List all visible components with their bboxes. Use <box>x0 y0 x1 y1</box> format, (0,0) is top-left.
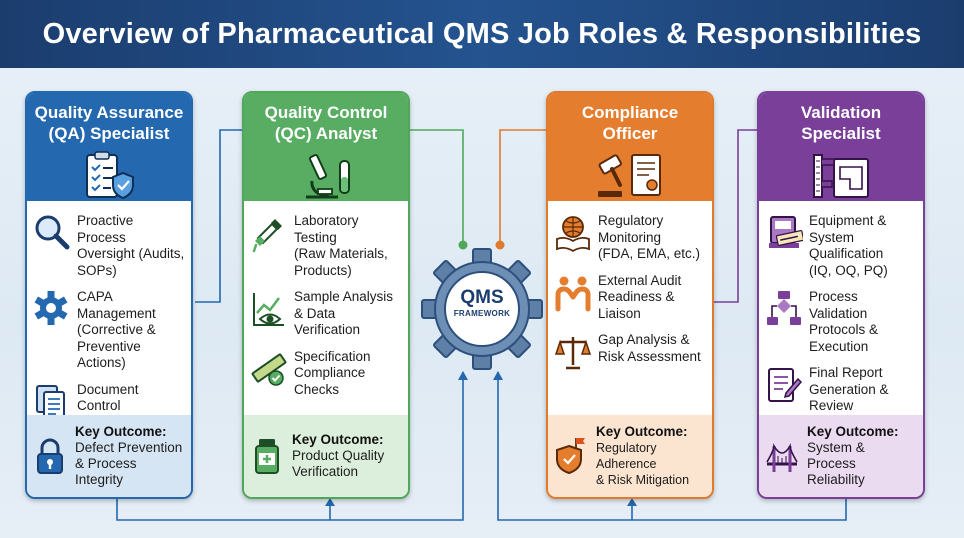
gear-title: QMS <box>460 287 504 308</box>
role-items: Equipment & System Qualification (IQ, OQ… <box>759 201 923 419</box>
scales-icon <box>554 337 592 370</box>
connector-co-gear <box>499 129 547 245</box>
outcome-label: Key Outcome: <box>75 424 167 439</box>
handshake-icon <box>555 276 591 311</box>
role-items: Proactive Process Oversight (Audits, SOP… <box>27 201 191 430</box>
item-text: Proactive Process Oversight (Audits, SOP… <box>77 213 185 278</box>
globe-book-icon <box>556 216 590 253</box>
role-card-compliance: Compliance Officer Regulatory Monitoring… <box>546 91 714 499</box>
item-text: External Audit Readiness & Liaison <box>598 272 682 321</box>
arrow-gear-left <box>458 371 468 380</box>
item-text: Process Validation Protocols & Execution <box>809 289 879 354</box>
list-item: Gap Analysis & Risk Assessment <box>554 332 706 372</box>
outcome-label: Key Outcome: <box>292 432 384 447</box>
ruler-check-icon <box>251 353 287 386</box>
item-text: Sample Analysis & Data Verification <box>294 289 394 337</box>
flowchart-icon <box>767 291 801 325</box>
list-item: Laboratory Testing (Raw Materials, Produ… <box>250 213 402 279</box>
item-text: Gap Analysis & Risk Assessment <box>598 332 701 364</box>
shield-flag-icon <box>556 438 585 475</box>
clipboard-shield-icon <box>86 151 134 200</box>
item-text: Final Report Generation & Review <box>809 365 889 413</box>
outcome-label: Key Outcome: <box>807 424 899 439</box>
key-outcome: Key Outcome: Product Quality Verificatio… <box>244 415 408 497</box>
outcome-label: Key Outcome: <box>596 424 688 439</box>
page-title: Overview of Pharmaceutical QMS Job Roles… <box>42 17 922 50</box>
outcome-text: Product Quality Verification <box>292 448 385 479</box>
pipette-icon <box>252 219 282 253</box>
qms-gear-icon <box>421 248 543 370</box>
key-outcome: Key Outcome: Defect Prevention & Process… <box>27 415 191 497</box>
role-items: Laboratory Testing (Raw Materials, Produ… <box>244 201 408 419</box>
list-item: Equipment & System Qualification (IQ, OQ… <box>765 213 917 279</box>
magnifier-icon <box>35 215 70 250</box>
connector-co-vs <box>714 129 758 303</box>
list-item: Specification Compliance Checks <box>250 349 402 399</box>
outcome-text: Defect Prevention & Process Integrity <box>75 440 183 487</box>
role-card-header: Quality Assurance (QA) Specialist <box>27 93 191 201</box>
list-item: Proactive Process Oversight (Audits, SOP… <box>33 213 185 279</box>
item-text: Specification Compliance Checks <box>294 348 371 397</box>
caliper-blueprint-icon <box>813 154 869 198</box>
arrow-qc <box>325 498 335 506</box>
role-card-header: Quality Control (QC) Analyst <box>244 93 408 201</box>
item-text: Laboratory Testing (Raw Materials, Produ… <box>294 213 388 278</box>
gear-label: QMS FRAMEWORK <box>418 287 546 318</box>
validated-machine-icon <box>769 216 803 248</box>
padlock-icon <box>37 438 63 474</box>
bridge-icon <box>766 442 798 472</box>
list-item: Regulatory Monitoring (FDA, EMA, etc.) <box>554 213 706 263</box>
role-card-header: Validation Specialist <box>759 93 923 201</box>
key-outcome: Key Outcome: System & Process Reliabilit… <box>759 415 923 497</box>
connector-dot-green <box>458 240 468 250</box>
role-items: Regulatory Monitoring (FDA, EMA, etc.) E… <box>548 201 712 419</box>
connector-bottom-right <box>497 372 847 521</box>
connector-qa-qc <box>195 129 243 303</box>
list-item: Sample Analysis & Data Verification <box>250 289 402 339</box>
gear-cog-icon <box>34 291 68 325</box>
role-card-header: Compliance Officer <box>548 93 712 201</box>
microscope-icon <box>306 154 350 199</box>
role-title: Quality Assurance (QA) Specialist <box>34 103 184 143</box>
key-outcome: Key Outcome: Regulatory Adherence & Risk… <box>548 415 712 497</box>
report-pen-icon <box>768 368 803 402</box>
list-item: External Audit Readiness & Liaison <box>554 273 706 323</box>
gavel-certificate-icon <box>598 154 661 197</box>
role-title: Quality Control (QC) Analyst <box>264 103 388 143</box>
outcome-text: System & Process Reliability <box>807 440 865 487</box>
item-text: Regulatory Monitoring (FDA, EMA, etc.) <box>598 213 701 261</box>
role-card-validation: Validation Specialist Equipment & System… <box>757 91 925 499</box>
list-item: CAPA Management (Corrective & Preventive… <box>33 289 185 372</box>
list-item: Process Validation Protocols & Execution <box>765 289 917 355</box>
pill-bottle-icon <box>255 439 279 474</box>
item-text: Equipment & System Qualification (IQ, OQ… <box>809 213 888 278</box>
chart-eye-icon <box>253 293 284 326</box>
list-item: Final Report Generation & Review <box>765 365 917 415</box>
connector-dot-orange <box>495 240 505 250</box>
documents-icon <box>36 384 65 419</box>
gear-subtitle: FRAMEWORK <box>453 309 511 318</box>
connector-qc-gear <box>410 129 464 245</box>
role-title: Validation Specialist <box>800 103 882 143</box>
outcome-text: Regulatory Adherence & Risk Mitigation <box>596 441 690 487</box>
arrow-gear-right <box>493 371 503 380</box>
role-title: Compliance Officer <box>581 103 679 143</box>
role-card-qa: Quality Assurance (QA) Specialist Proact… <box>25 91 193 499</box>
arrow-co <box>627 498 637 506</box>
connector-bottom-left <box>116 372 464 521</box>
item-text: CAPA Management (Corrective & Preventive… <box>77 289 156 370</box>
header-banner: Overview of Pharmaceutical QMS Job Roles… <box>0 0 964 68</box>
role-card-qc: Quality Control (QC) Analyst Laboratory … <box>242 91 410 499</box>
